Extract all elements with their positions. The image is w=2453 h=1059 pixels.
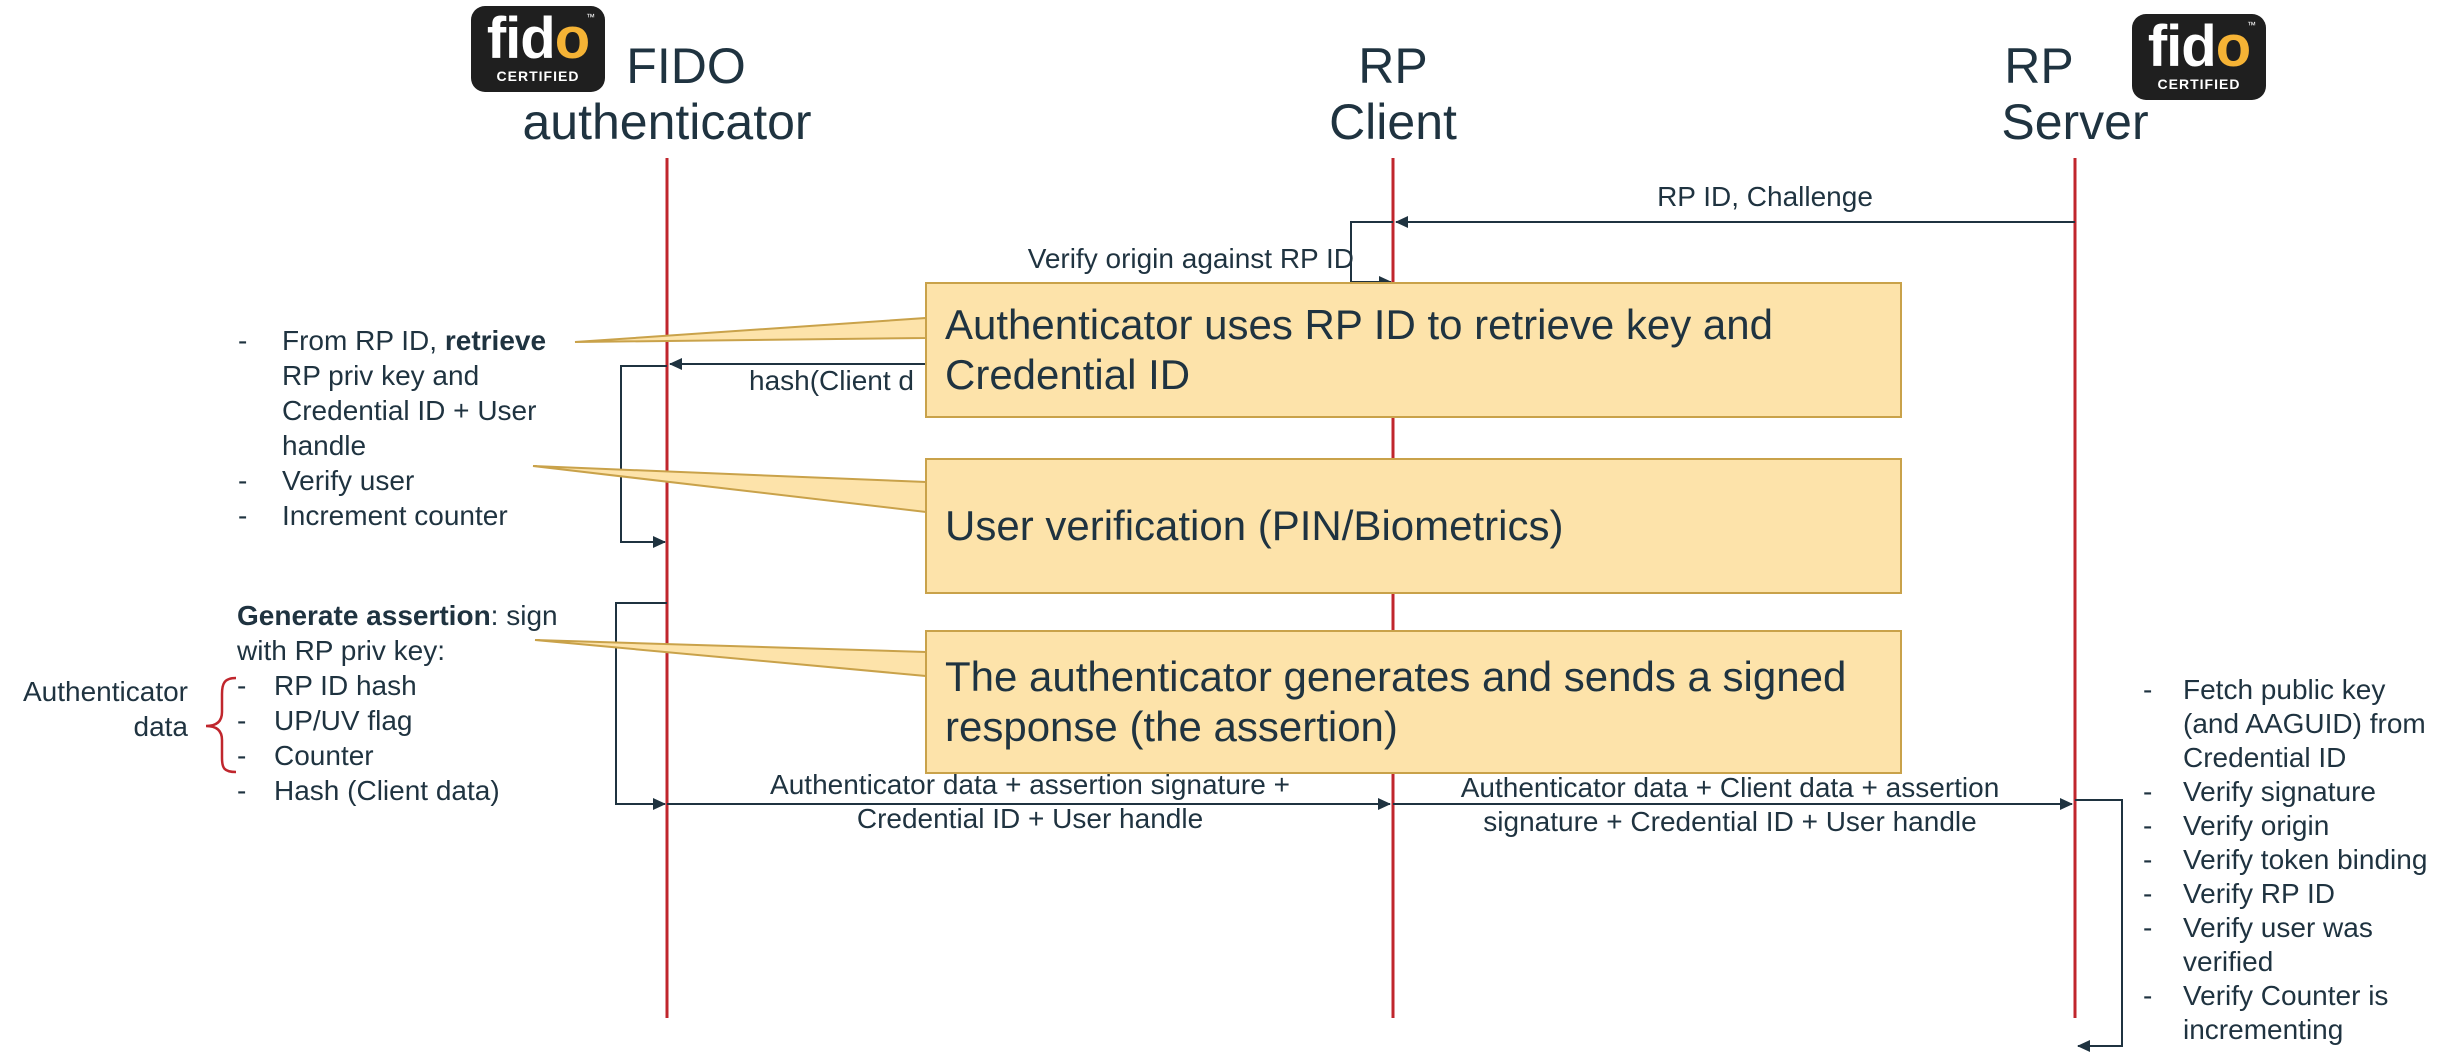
lane-header-server: RP Server [2001, 38, 2149, 150]
label-client-to-server: Authenticator data + Client data + asser… [1460, 772, 2000, 837]
label-rp-challenge: RP ID, Challenge [1657, 181, 1873, 212]
callout-generate-response: The authenticator generates and sends a … [925, 630, 1902, 774]
label-authenticator-data: Authenticator data [23, 676, 188, 742]
label-verify-origin: Verify origin against RP ID [1027, 243, 1354, 274]
fido-certified-logo-left: ™ fido CERTIFIED [471, 6, 605, 92]
note-generate-assertion: Generate assertion: sign with RP priv ke… [237, 600, 558, 806]
lane-header-client: RP Client [1329, 38, 1457, 150]
callout-retrieve-key: Authenticator uses RP ID to retrieve key… [925, 282, 1902, 418]
arrow-verify-origin-loop [1350, 221, 1393, 288]
note-retrieve-key: -From RP ID, retrieve RP priv key and Cr… [238, 325, 547, 531]
callout-pointer-1 [574, 316, 927, 343]
callout-user-verification: User verification (PIN/Biometrics) [925, 458, 1902, 594]
label-auth-to-client: Authenticator data + assertion signature… [770, 769, 1290, 834]
arrow-retrieve-loop [620, 365, 667, 548]
authenticator-data-brace [205, 676, 237, 774]
fido-certified-logo-right: ™ fido CERTIFIED [2132, 14, 2266, 100]
arrow-generate-loop [615, 602, 667, 810]
note-server-verification: -Fetch public key (and AAGUID) from Cred… [2143, 674, 2428, 1045]
lane-header-authenticator: FIDO authenticator [522, 38, 812, 150]
callout-pointer-2 [532, 465, 927, 514]
label-hash-client-data: hash(Client d [749, 365, 914, 396]
arrow-server-verify-loop [2075, 799, 2123, 1052]
callout-pointer-3 [534, 639, 927, 678]
